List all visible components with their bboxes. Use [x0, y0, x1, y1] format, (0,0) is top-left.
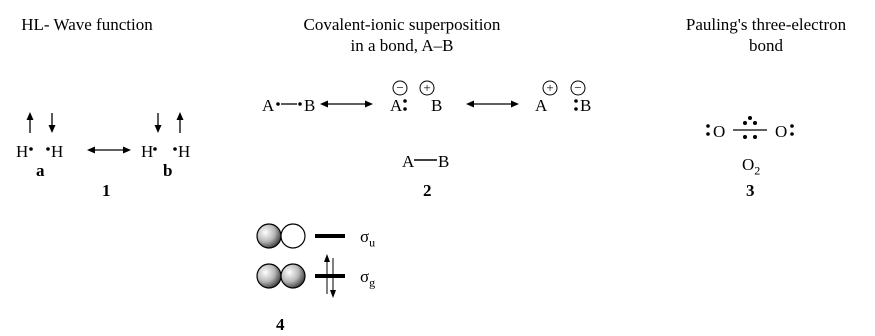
hl-number: 1	[102, 181, 111, 200]
covalent-ionic-title-line1: Covalent-ionic superposition	[303, 15, 501, 34]
hl-a-right-atom: H	[51, 142, 64, 161]
sigma-g-electron-arrows	[324, 254, 336, 298]
sigma-g-subscript: g	[369, 275, 376, 290]
ionic1-minus-sign: −	[396, 80, 404, 95]
resonance-arrow-1	[320, 100, 373, 108]
covalent-atom-b: B	[304, 96, 316, 115]
sigma-u-subscript: u	[369, 235, 376, 250]
hl-panel-title: HL- Wave function	[21, 15, 153, 34]
hl-spin-arrows	[26, 112, 184, 133]
bond-atom-b: B	[438, 152, 450, 171]
hl-a-label: a	[36, 161, 45, 180]
ionic1-plus-sign: +	[423, 80, 431, 95]
ionic-structure-2	[542, 80, 586, 111]
sigma-u-orbital	[256, 223, 306, 249]
bond-atom-a: A	[402, 152, 415, 171]
pauling-formula: O2	[742, 156, 760, 176]
formula-subscript: 2	[754, 163, 761, 178]
covalent-structure	[276, 102, 302, 106]
pauling-atom-right: O	[775, 122, 788, 141]
ionic2-atom-a: A	[535, 96, 548, 115]
mo-number: 4	[276, 315, 285, 334]
hl-b-left-atom: H	[141, 142, 154, 161]
pauling-number: 3	[746, 181, 755, 200]
sigma-u-label: σu	[360, 228, 375, 248]
ionic-structure-1	[392, 80, 435, 111]
covalent-ionic-number: 2	[423, 181, 432, 200]
pauling-title-line1: Pauling's three-electron	[685, 15, 847, 34]
sigma-g-symbol: σ	[360, 267, 370, 286]
ionic1-atom-b: B	[431, 96, 443, 115]
covalent-atom-a: A	[262, 96, 275, 115]
hl-a-left-atom: H	[16, 142, 29, 161]
hl-b-right-atom: H	[178, 142, 191, 161]
ionic1-atom-a: A	[390, 96, 403, 115]
ionic2-atom-b: B	[580, 96, 592, 115]
ionic2-plus-sign: +	[546, 80, 554, 95]
resonance-arrow-2	[466, 100, 519, 108]
sigma-g-orbital	[256, 263, 306, 289]
formula-base: O	[742, 155, 755, 174]
pauling-structure	[706, 116, 794, 139]
ionic2-minus-sign: −	[574, 80, 582, 95]
sigma-g-label: σg	[360, 268, 375, 288]
pauling-atom-left: O	[713, 122, 726, 141]
hl-b-label: b	[163, 161, 173, 180]
covalent-ionic-title-line2: in a bond, A–B	[350, 36, 454, 55]
hl-electron-dots	[29, 147, 177, 151]
sigma-u-symbol: σ	[360, 227, 370, 246]
pauling-title-line2: bond	[749, 36, 783, 55]
hl-resonance-arrow	[87, 146, 131, 154]
